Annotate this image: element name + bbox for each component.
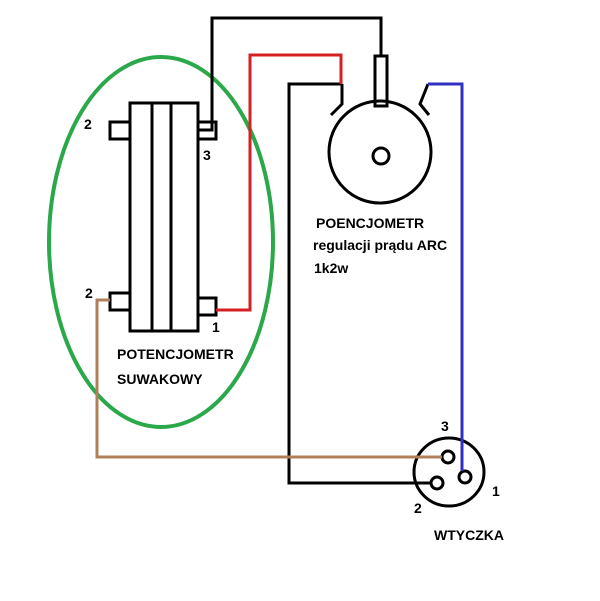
- slider-potentiometer: [108, 101, 218, 333]
- slider-pot-tab-bottom-right: [196, 296, 218, 317]
- rotary-pot-shaft: [371, 146, 391, 166]
- slider-pot-pin-bottom-right: 1: [212, 319, 220, 335]
- wire-red: [216, 53, 343, 312]
- plug-pin-1-label: 1: [492, 483, 500, 499]
- plug-pin-1: [457, 469, 473, 485]
- rotary-pot-lug-left: [329, 84, 344, 117]
- plug-pin-2: [429, 475, 445, 491]
- highlight-ellipse: [47, 55, 275, 429]
- slider-pot-tab-bottom-left: [108, 291, 132, 312]
- slider-pot-pin-top-left: 2: [84, 116, 92, 132]
- rotary-pot-label-line1: POENCJOMETR: [316, 215, 424, 231]
- rotary-pot-label-line2: regulacji prądu ARC: [313, 237, 447, 253]
- slider-pot-pin-bottom-left: 2: [85, 285, 93, 301]
- slider-pot-body: [128, 101, 200, 333]
- rotary-pot-body: [327, 99, 433, 205]
- plug-body: [412, 436, 486, 508]
- plug-label: WTYCZKA: [434, 527, 504, 543]
- wire-black-loop: [287, 82, 431, 485]
- rotary-potentiometer: [327, 54, 433, 205]
- wire-brown: [95, 298, 442, 459]
- plug-pin-2-label: 2: [414, 500, 422, 516]
- plug: [412, 436, 486, 508]
- wire-black-top: [198, 16, 383, 132]
- rotary-pot-wiper-lug: [373, 54, 389, 108]
- rotary-pot-lug-right: [418, 83, 431, 116]
- plug-pin-3-label: 3: [441, 418, 449, 434]
- slider-pot-tab-top-left: [108, 120, 132, 141]
- plug-pin-3: [440, 449, 456, 465]
- slider-pot-label-line2: SUWAKOWY: [117, 371, 203, 387]
- rotary-pot-label-line3: 1k2w: [314, 260, 348, 276]
- slider-pot-label-line1: POTENCJOMETR: [117, 346, 234, 362]
- slider-pot-pin-top-right: 3: [203, 147, 211, 163]
- wire-blue: [428, 82, 464, 471]
